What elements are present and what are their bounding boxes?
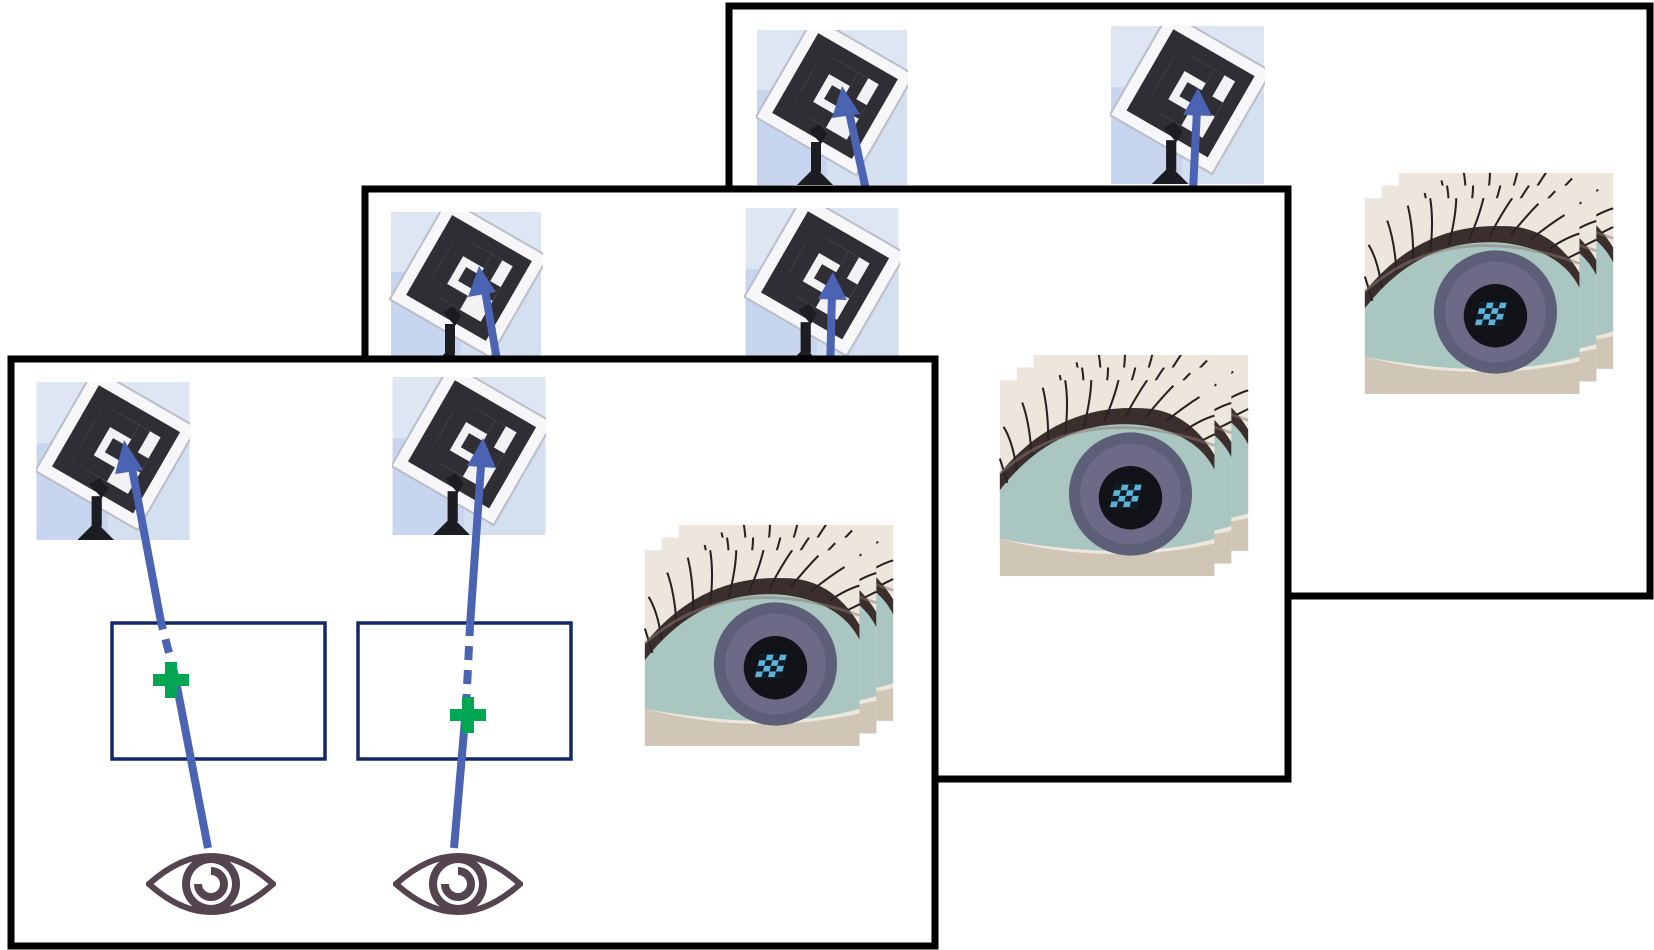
gaze-ray bbox=[845, 111, 870, 191]
marker-photo-left bbox=[756, 30, 908, 185]
eye-photo-stack bbox=[1000, 351, 1248, 576]
marker-photo-left bbox=[389, 212, 543, 367]
gaze-arrowhead bbox=[468, 266, 496, 297]
eye-photo-stack bbox=[1365, 169, 1613, 394]
fixation-cross bbox=[153, 662, 189, 698]
panel-front bbox=[7, 355, 939, 950]
marker-photo-right bbox=[392, 377, 546, 535]
gaze-arrowhead bbox=[832, 86, 860, 118]
marker-photo-right bbox=[1110, 26, 1265, 184]
fixation-cross bbox=[450, 697, 486, 733]
screen-box-left bbox=[110, 621, 327, 761]
gaze-ray-dashed bbox=[462, 625, 474, 709]
gaze-ray bbox=[128, 467, 165, 623]
gaze-ray bbox=[171, 675, 212, 849]
gaze-ray bbox=[466, 465, 485, 627]
gaze-arrowhead bbox=[467, 438, 496, 468]
gaze-arrowhead bbox=[1183, 88, 1212, 116]
gaze-arrowhead bbox=[818, 272, 847, 300]
eye-photo-stack bbox=[645, 521, 893, 746]
marker-photo-left bbox=[36, 382, 190, 540]
marker-photo-right bbox=[744, 208, 900, 366]
gaze-arrowhead bbox=[115, 440, 143, 474]
gaze-ray bbox=[1189, 109, 1201, 191]
